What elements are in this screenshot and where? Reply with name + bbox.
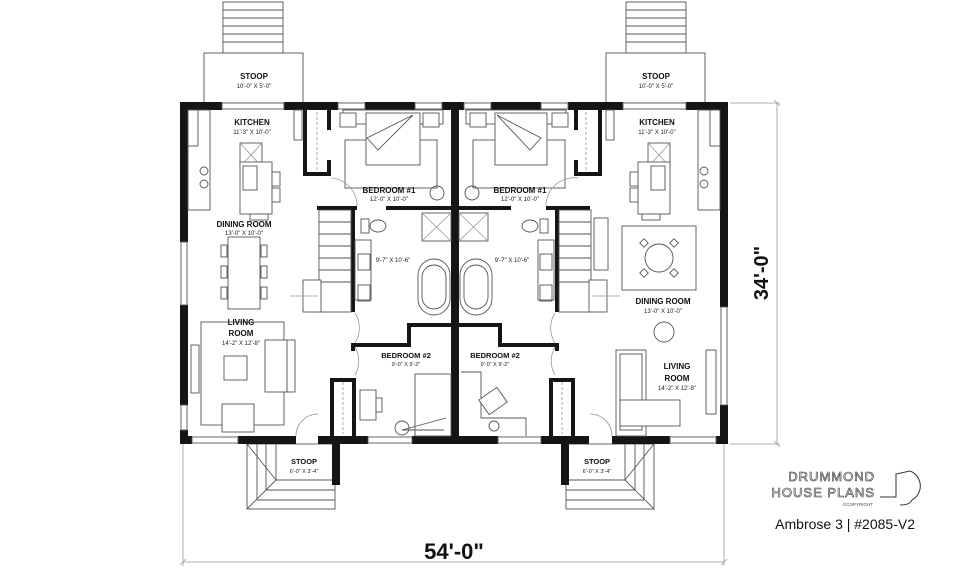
right-rear-stoop-dims: 10'-0" X 5'-0" <box>639 84 674 90</box>
left-living-label-2: ROOM <box>229 329 254 338</box>
right-rear-stoop-label: STOOP <box>642 72 671 81</box>
right-front-stoop-dims: 6'-0" X 3'-4" <box>583 469 612 475</box>
right-living-label-1: LIVING <box>664 362 691 371</box>
dimension-lines <box>179 99 781 566</box>
brand-line-1: DRUMMOND <box>788 469 875 484</box>
left-bedroom1-dims: 12'-0" X 10'-0" <box>370 197 408 203</box>
right-bedroom2-dims: 9'-0" X 9'-2" <box>481 362 510 368</box>
left-bath-dims: 9'-7" X 10'-6" <box>376 258 411 264</box>
left-rear-stoop <box>203 1 304 104</box>
left-dining-dims: 13'-0" X 10'-0" <box>225 231 263 237</box>
right-kitchen-label: KITCHEN <box>639 118 675 127</box>
left-rear-stoop-label: STOOP <box>240 72 269 81</box>
left-dining-label: DINING ROOM <box>216 220 271 229</box>
left-front-stoop <box>246 440 340 510</box>
right-bedroom1-dims: 12'-0" X 10'-0" <box>501 197 539 203</box>
left-living-dims: 14'-2" X 12'-8" <box>222 341 260 347</box>
plan-name: Ambrose 3 | #2085-V2 <box>775 516 915 532</box>
right-living-label-2: ROOM <box>665 374 690 383</box>
right-front-stoop <box>561 440 655 510</box>
right-bath-dims: 9'-7" X 10'-6" <box>495 258 530 264</box>
left-living-label-1: LIVING <box>228 318 255 327</box>
right-front-stoop-label: STOOP <box>584 457 610 466</box>
right-furniture <box>458 109 721 437</box>
right-kitchen-dims: 11'-3" X 10'-0" <box>638 130 675 136</box>
overall-width-dimension: 54'-0" <box>424 539 484 564</box>
brand-copyright: ©COPYRIGHT <box>843 501 873 507</box>
right-dining-dims: 13'-0" X 10'-0" <box>644 309 682 315</box>
left-kitchen-dims: 11'-3" X 10'-0" <box>233 130 270 136</box>
left-rear-stoop-dims: 10'-0" X 5'-0" <box>237 84 272 90</box>
exterior-walls <box>180 102 728 444</box>
right-rear-stoop <box>605 1 706 104</box>
left-kitchen-label: KITCHEN <box>234 118 270 127</box>
right-bedroom2-label: BEDROOM #2 <box>470 351 520 360</box>
right-bedroom1-label: BEDROOM #1 <box>494 186 547 195</box>
right-dining-label: DINING ROOM <box>635 297 690 306</box>
brand-line-2: HOUSE PLANS <box>772 485 875 500</box>
left-front-stoop-label: STOOP <box>291 457 317 466</box>
left-front-stoop-dims: 6'-0" X 3'-4" <box>290 469 319 475</box>
door-swings <box>295 177 613 437</box>
left-interior-walls <box>303 110 451 436</box>
brand-mark-icon <box>880 470 921 506</box>
left-bedroom2-label: BEDROOM #2 <box>381 351 431 360</box>
right-living-dims: 14'-2" X 12'-8" <box>658 386 696 392</box>
overall-depth-dimension: 34'-0" <box>751 246 773 300</box>
left-bedroom1-label: BEDROOM #1 <box>363 186 416 195</box>
brand-logo: DRUMMOND HOUSE PLANS ©COPYRIGHT <box>771 469 921 507</box>
left-bedroom2-dims: 9'-0" X 9'-2" <box>392 362 421 368</box>
right-interior-walls <box>459 110 602 436</box>
left-furniture <box>187 109 452 437</box>
